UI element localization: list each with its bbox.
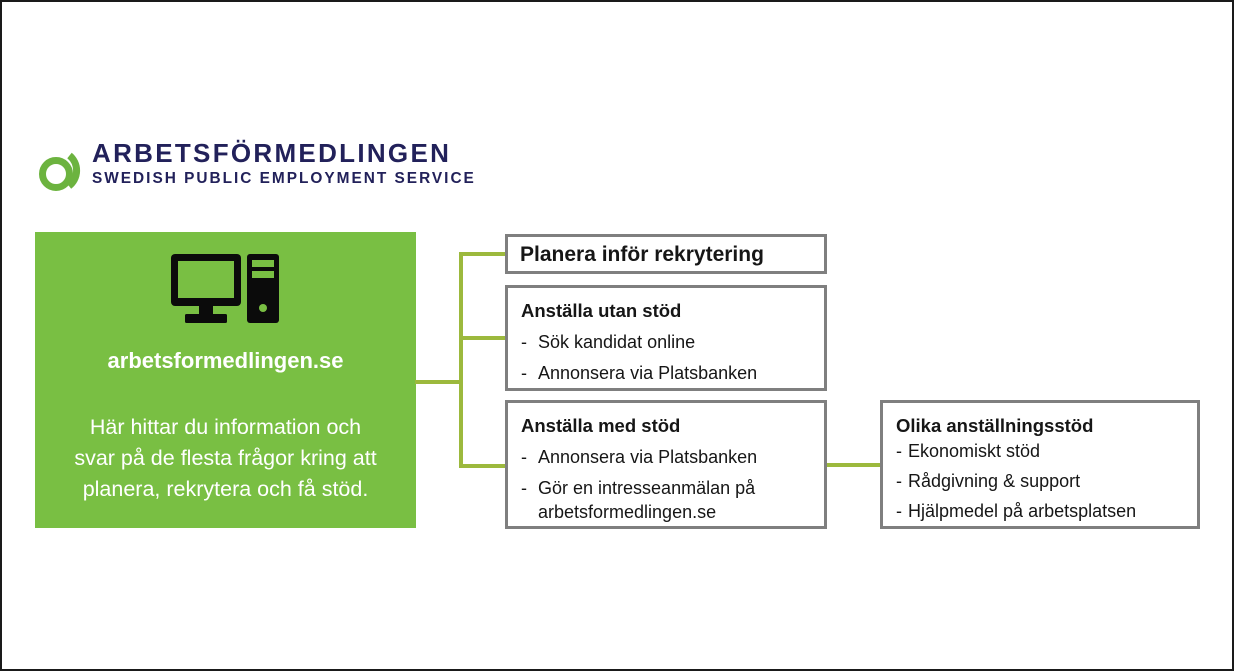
box-olika-anstallningsstod[interactable]: Olika anställningsstöd - Ekonomiskt stöd… [880,400,1200,529]
box-med-stod-title: Anställa med stöd [521,415,681,436]
list-item: - Sök kandidat online [521,330,824,354]
connector-to-utan-stod-box [459,336,507,340]
dash-bullet: - [521,332,527,352]
list-item: - Hjälpmedel på arbetsplatsen [896,499,1197,523]
list-item: - Rådgivning & support [896,469,1197,493]
list-item-label: Hjälpmedel på arbetsplatsen [908,501,1137,521]
connector-trunk-horizontal [415,380,463,384]
box-planera-infor-rekrytering[interactable]: Planera inför rekrytering [505,234,827,274]
logo-subtitle: SWEDISH PUBLIC EMPLOYMENT SERVICE [92,170,476,187]
list-item-label: Ekonomiskt stöd [908,441,1041,461]
website-description: Här hittar du information och svar på de… [74,415,377,501]
box-utan-stod-title: Anställa utan stöd [521,300,682,321]
box-anstalla-utan-stod[interactable]: Anställa utan stöd - Sök kandidat online… [505,285,827,391]
dash-bullet: - [896,471,902,491]
box-plan-title: Planera inför rekrytering [520,243,764,266]
website-url-label: arbetsformedlingen.se [107,348,344,373]
list-item-label: Rådgivning & support [908,471,1081,491]
list-item: - Annonsera via Platsbanken [521,445,824,469]
list-item-label: Gör en intresseanmälan på arbetsformedli… [538,478,756,522]
connector-vertical-riser [459,252,463,468]
list-item-label: Annonsera via Platsbanken [538,363,758,383]
box-anstalla-med-stod[interactable]: Anställa med stöd - Annonsera via Platsb… [505,400,827,529]
list-item: - Annonsera via Platsbanken [521,361,824,385]
logo-title: ARBETSFÖRMEDLINGEN [92,138,452,168]
logo-wordmark: ARBETSFÖRMEDLINGEN SWEDISH PUBLIC EMPLOY… [92,138,476,189]
dash-bullet: - [896,441,902,461]
circle-arc-logo-icon [36,144,88,194]
dash-bullet: - [521,363,527,383]
list-item-label: Sök kandidat online [538,332,696,352]
dash-bullet: - [896,501,902,521]
box-olika-stod-title: Olika anställningsstöd [896,415,1094,436]
connector-to-plan-box [459,252,507,256]
arbetsformedlingen-logo: ARBETSFÖRMEDLINGEN SWEDISH PUBLIC EMPLOY… [36,138,474,200]
list-item-label: Annonsera via Platsbanken [538,447,758,467]
connector-to-olika-stod-box [826,463,882,467]
list-item: - Gör en intresseanmälan på arbetsformed… [521,476,824,524]
list-item: - Ekonomiskt stöd [896,439,1197,463]
desktop-computer-icon [170,254,281,326]
dash-bullet: - [521,478,527,498]
dash-bullet: - [521,447,527,467]
website-green-panel: arbetsformedlingen.se Här hittar du info… [35,232,416,528]
connector-to-med-stod-box [459,464,507,468]
